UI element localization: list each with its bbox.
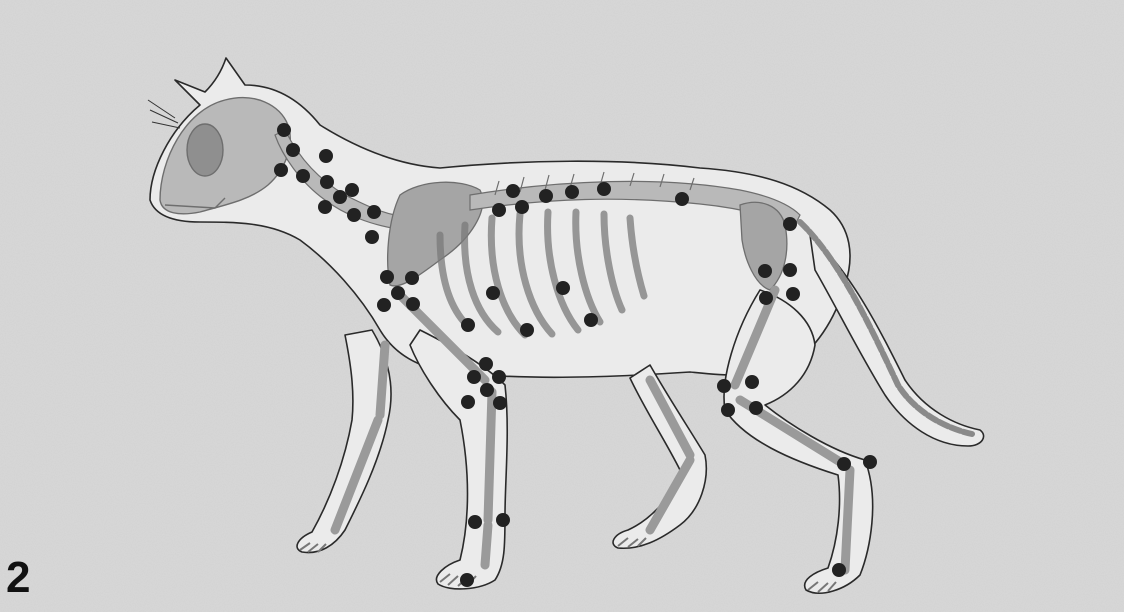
marker-point xyxy=(486,286,500,300)
marker-point xyxy=(391,286,405,300)
marker-point xyxy=(347,208,361,222)
marker-point xyxy=(320,175,334,189)
marker-point xyxy=(492,203,506,217)
marker-point xyxy=(745,375,759,389)
marker-point xyxy=(319,149,333,163)
marker-point xyxy=(274,163,288,177)
marker-point xyxy=(333,190,347,204)
marker-point xyxy=(863,455,877,469)
marker-point xyxy=(675,192,689,206)
marker-point xyxy=(520,323,534,337)
eye-socket xyxy=(187,124,223,176)
marker-point xyxy=(405,271,419,285)
marker-point xyxy=(480,383,494,397)
marker-point xyxy=(467,370,481,384)
marker-point xyxy=(539,189,553,203)
marker-point xyxy=(406,297,420,311)
marker-point xyxy=(515,200,529,214)
marker-point xyxy=(783,217,797,231)
marker-point xyxy=(721,403,735,417)
marker-point xyxy=(286,143,300,157)
marker-point xyxy=(345,183,359,197)
marker-point xyxy=(277,123,291,137)
marker-point xyxy=(783,263,797,277)
marker-point xyxy=(759,291,773,305)
marker-point xyxy=(496,513,510,527)
marker-point xyxy=(468,515,482,529)
marker-point xyxy=(479,357,493,371)
marker-point xyxy=(565,185,579,199)
marker-point xyxy=(460,573,474,587)
marker-point xyxy=(296,169,310,183)
figure-number-label: 2 xyxy=(6,556,30,600)
marker-point xyxy=(367,205,381,219)
marker-point xyxy=(837,457,851,471)
marker-point xyxy=(461,318,475,332)
marker-point xyxy=(380,270,394,284)
marker-point xyxy=(717,379,731,393)
marker-point xyxy=(318,200,332,214)
marker-point xyxy=(492,370,506,384)
marker-point xyxy=(584,313,598,327)
marker-point xyxy=(493,396,507,410)
marker-point xyxy=(377,298,391,312)
marker-point xyxy=(786,287,800,301)
marker-point xyxy=(365,230,379,244)
marker-point xyxy=(758,264,772,278)
marker-point xyxy=(556,281,570,295)
marker-point xyxy=(749,401,763,415)
marker-point xyxy=(597,182,611,196)
marker-point xyxy=(832,563,846,577)
marker-point xyxy=(461,395,475,409)
marker-point xyxy=(506,184,520,198)
